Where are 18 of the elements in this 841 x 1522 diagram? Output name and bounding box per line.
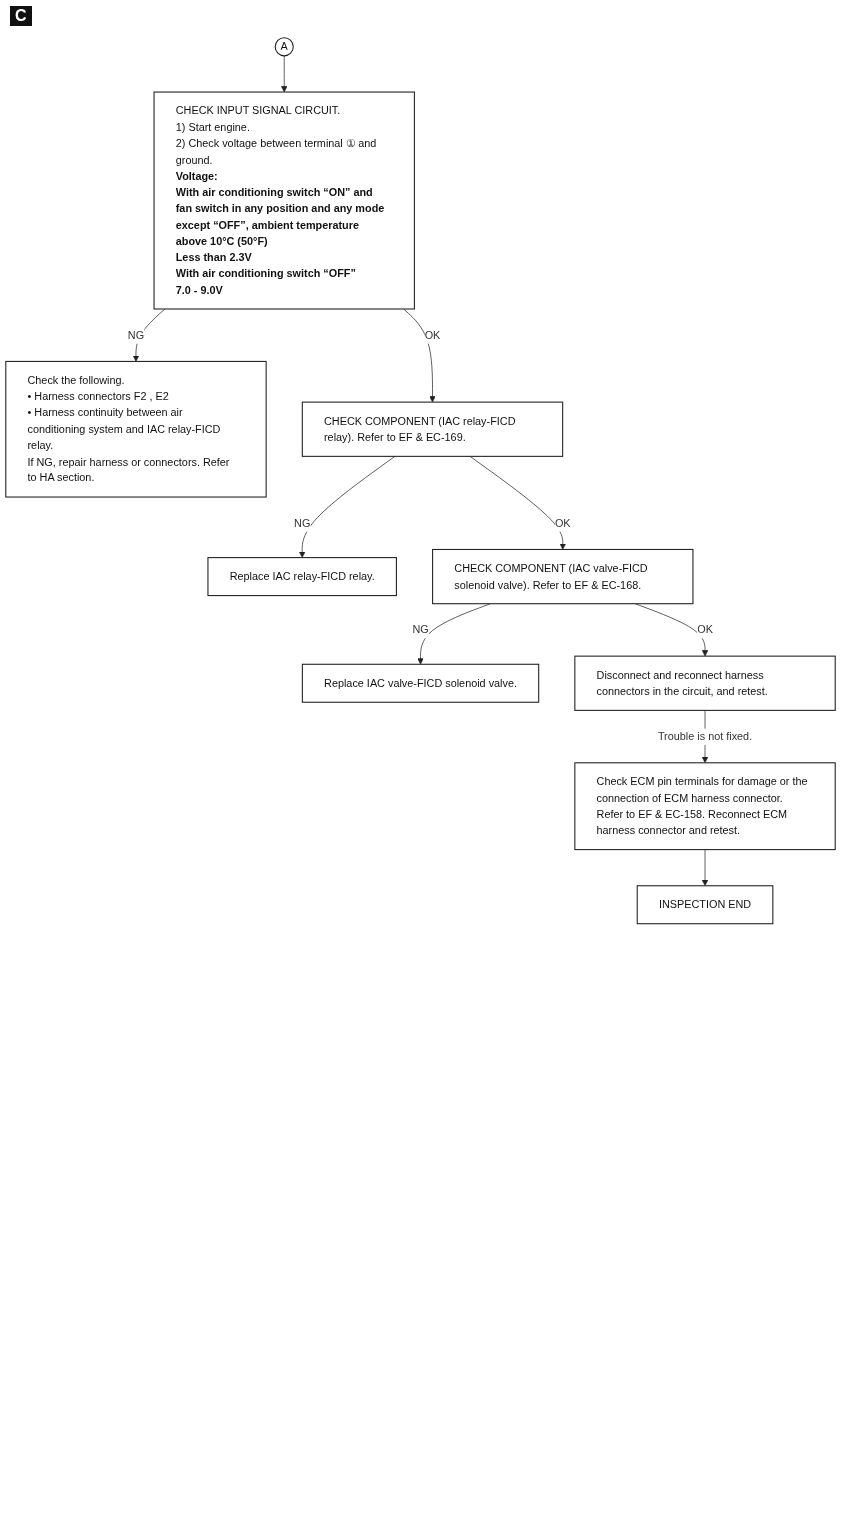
node-box: INSPECTION END [636,885,774,925]
node-box: Replace IAC relay-FICD relay. [207,557,397,597]
node-box: Replace IAC valve-FICD solenoid valve. [301,663,540,703]
node-box: Check the following. • Harness connectors F2 , E2 • Harness continuity between air conditioning system and IAC relay-FICD relay. If NG, repair harness or connectors. Refer to HA section. [5,360,267,498]
node-box: CHECK COMPONENT (IAC valve-FICD solenoid valve). Refer to EF & EC-168. [432,548,694,605]
node-box: CHECK INPUT SIGNAL CIRCUIT. 1) Start engine. 2) Check voltage between terminal ① and ground. Voltage: With air conditioning switch “ON” and fan switch in any position and any mode except “OFF”, ambient temperature above 10°C (50°F) Less than 2.3V With air conditioning switch “OFF” 7.0 - 9.0V [153,91,415,310]
edge-label: NG [412,623,429,636]
node-box: CHECK COMPONENT (IAC relay-FICD relay). Refer to EF & EC-169. [301,401,564,457]
edge-label: OK [697,623,713,636]
edge-label: NG [294,516,311,529]
node-box: Disconnect and reconnect harness connectors in the circuit, and retest. [574,655,836,711]
edge-label: Trouble is not fixed. [657,729,753,743]
edge-label: OK [554,516,571,529]
edge-label: OK [424,328,441,341]
edge-label: NG [127,328,145,341]
section-marker: C [10,6,32,26]
node-circle: A [274,37,294,57]
node-box: Check ECM pin terminals for damage or the connection of ECM harness connector. Refer to EF & EC-158. Reconnect ECM harness connector and retest. [574,762,836,851]
